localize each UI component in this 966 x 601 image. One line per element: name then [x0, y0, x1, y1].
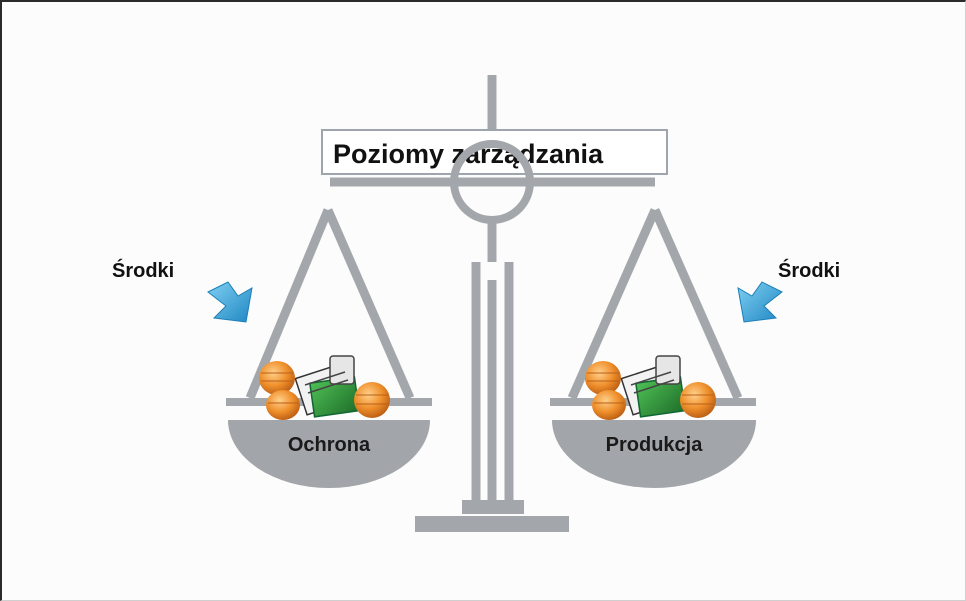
scale-column — [415, 218, 569, 532]
right-money-pile-icon — [585, 355, 716, 420]
right-banknotes — [620, 355, 686, 418]
left-pan-label: Ochrona — [288, 434, 371, 456]
arrow-down-right-icon — [207, 281, 253, 323]
left-banknotes — [294, 355, 360, 418]
right-input: Środki — [737, 258, 840, 323]
right-input-label: Środki — [778, 258, 840, 282]
title-box: Poziomy zarządzania — [321, 129, 668, 175]
right-pan-label: Produkcja — [606, 434, 704, 456]
left-money-pile-icon — [259, 355, 390, 420]
left-input: Środki — [112, 258, 253, 323]
right-coin-stack-2 — [592, 390, 626, 420]
left-coin-stack-1 — [259, 361, 295, 395]
right-coin-stack-3 — [680, 382, 716, 418]
left-input-label: Środki — [112, 258, 174, 282]
left-coin-stack-3 — [354, 382, 390, 418]
right-coin-stack-1 — [585, 361, 621, 395]
left-pan: Ochrona — [228, 420, 430, 488]
right-pan: Produkcja — [552, 420, 756, 488]
left-coin-stack-2 — [266, 390, 300, 420]
arrow-down-left-icon — [737, 281, 783, 323]
